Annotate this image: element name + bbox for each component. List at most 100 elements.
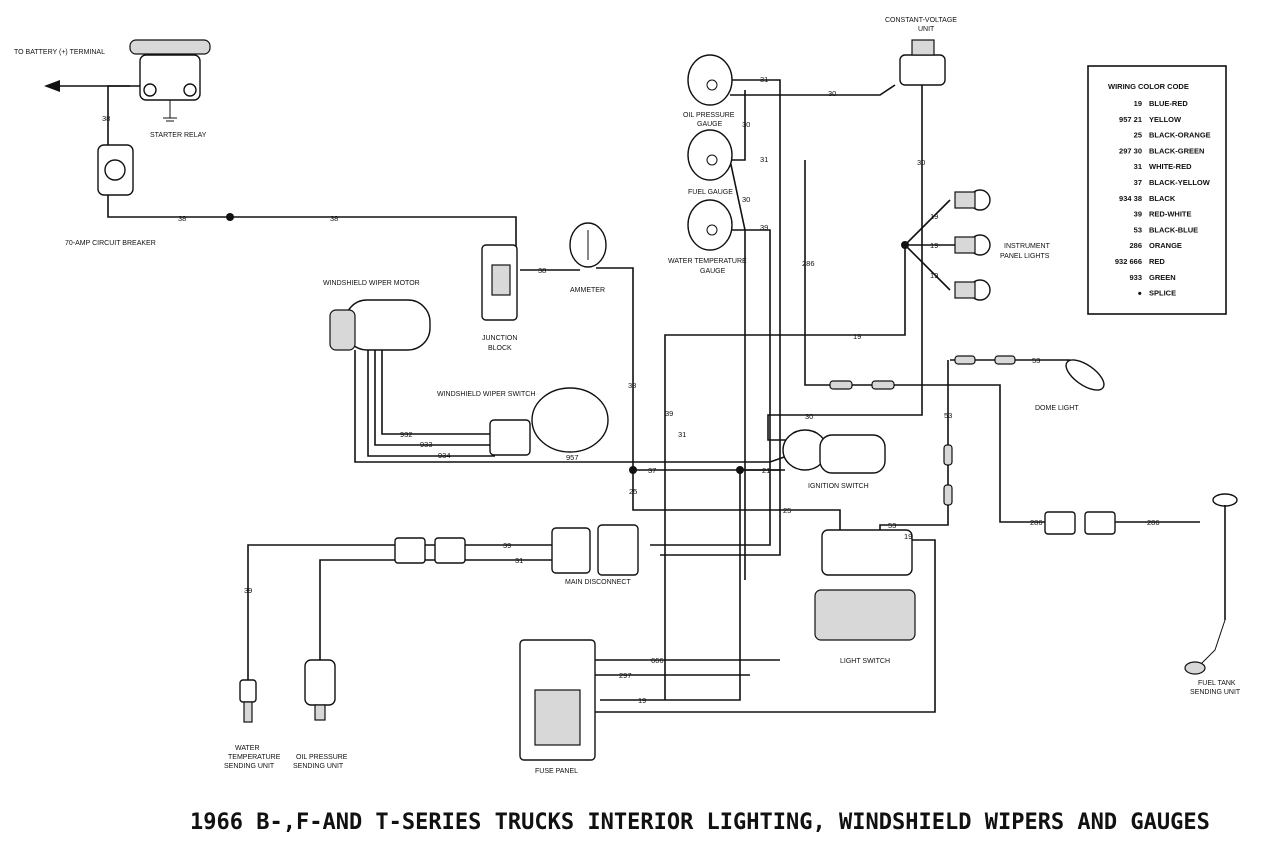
- label-water-sender-1: WATER: [235, 745, 260, 752]
- wire-label: 957: [566, 453, 579, 462]
- wire-label: 30: [805, 412, 813, 421]
- wire-label: 19: [638, 696, 646, 705]
- splice-dots: [226, 213, 909, 474]
- water-temperature-sending-unit: [239, 679, 257, 723]
- light-switch: [814, 529, 916, 641]
- wire-label: 25: [629, 487, 637, 496]
- label-starter-relay: STARTER RELAY: [150, 132, 207, 139]
- wire-label: 19: [930, 241, 938, 250]
- label-light-switch: LIGHT SWITCH: [840, 658, 890, 665]
- wire-label: 39: [760, 223, 768, 232]
- legend-color: YELLOW: [1149, 115, 1182, 124]
- circuit-breaker: [97, 144, 134, 196]
- label-oil-gauge-2: GAUGE: [697, 121, 723, 128]
- label-oil-sender-2: SENDING UNIT: [293, 763, 344, 770]
- wiring-color-legend: WIRING COLOR CODE 19 BLUE-RED 957 21 YELLOW…: [1087, 65, 1227, 315]
- wire-label: 30: [742, 120, 750, 129]
- wire-number-labels: 38 38 38 38 38 31 31 31 31 30 30 30 30 3…: [102, 75, 1160, 705]
- legend-color: RED: [1149, 257, 1165, 266]
- wire-label: 38: [330, 214, 338, 223]
- fuse-panel: [519, 639, 596, 761]
- connectors: [394, 355, 1116, 564]
- wire-label: 666: [651, 656, 664, 665]
- label-ammeter: AMMETER: [570, 287, 605, 294]
- label-fuse-panel: FUSE PANEL: [535, 768, 578, 775]
- wire-label: 30: [828, 89, 836, 98]
- wire-label: 286: [1030, 518, 1043, 527]
- legend-color: BLUE-RED: [1149, 99, 1188, 108]
- label-wiper-switch: WINDSHIELD WIPER SWITCH: [437, 391, 535, 398]
- legend-code: 932 666: [1115, 257, 1142, 266]
- wire-label: 38: [178, 214, 186, 223]
- wire-label: 297: [619, 671, 632, 680]
- wire-label: 37: [648, 466, 656, 475]
- label-water-gauge-2: GAUGE: [700, 268, 726, 275]
- wire-label: 286: [802, 259, 815, 268]
- label-wiper-motor: WINDSHIELD WIPER MOTOR: [323, 280, 420, 287]
- wire-label: 31: [515, 556, 523, 565]
- label-main-disconnect: MAIN DISCONNECT: [565, 579, 631, 586]
- label-water-sender-3: SENDING UNIT: [224, 763, 275, 770]
- constant-voltage-unit: [899, 39, 946, 86]
- label-oil-sender-1: OIL PRESSURE: [296, 754, 348, 761]
- legend-code: 31: [1134, 162, 1142, 171]
- legend-color: WHITE-RED: [1149, 162, 1192, 171]
- label-fuel-gauge: FUEL GAUGE: [688, 189, 733, 196]
- legend-header: WIRING COLOR CODE: [1108, 82, 1189, 91]
- dome-light: [1065, 359, 1105, 391]
- wire-label: 19: [930, 271, 938, 280]
- wire-label: 932: [400, 430, 413, 439]
- label-circuit-breaker: 70-AMP CIRCUIT BREAKER: [65, 240, 156, 247]
- wiper-switch: [489, 387, 609, 456]
- legend-code: 25: [1134, 131, 1142, 140]
- water-temperature-gauge: [687, 199, 733, 251]
- legend-color: RED-WHITE: [1149, 210, 1192, 219]
- legend-code: 957 21: [1119, 115, 1142, 124]
- wiper-motor: [329, 299, 431, 351]
- label-water-gauge-1: WATER TEMPERATURE: [668, 258, 747, 265]
- starter-relay: [129, 39, 211, 122]
- wire-label: 38: [628, 381, 636, 390]
- label-junction-1: JUNCTION: [482, 335, 517, 342]
- legend-color: GREEN: [1149, 273, 1176, 282]
- wire-label: 31: [678, 430, 686, 439]
- legend-color: BLACK-GREEN: [1149, 146, 1204, 155]
- wire-label: 39: [244, 586, 252, 595]
- oil-pressure-gauge: [687, 54, 733, 106]
- instrument-panel-lights: [954, 189, 991, 301]
- legend-color: BLACK-YELLOW: [1149, 178, 1211, 187]
- main-disconnect: [551, 524, 639, 576]
- wire-label: 38: [538, 266, 546, 275]
- label-cvu-1: CONSTANT-VOLTAGE: [885, 17, 957, 24]
- label-junction-2: BLOCK: [488, 345, 512, 352]
- ignition-switch: [782, 429, 886, 474]
- fuel-tank-sending-unit: [1184, 493, 1238, 675]
- wire-label: 21: [762, 466, 770, 475]
- label-panel-lights-1: INSTRUMENT: [1004, 243, 1051, 250]
- label-panel-lights-2: PANEL LIGHTS: [1000, 253, 1050, 260]
- wire-label: 30: [917, 158, 925, 167]
- wire-label: 53: [944, 411, 952, 420]
- legend-code: 933: [1129, 273, 1142, 282]
- junction-block: [481, 244, 518, 321]
- legend-code: 53: [1134, 225, 1142, 234]
- label-fuel-sender-1: FUEL TANK: [1198, 680, 1236, 687]
- legend-code: 19: [1134, 99, 1142, 108]
- wires: [44, 79, 1200, 713]
- wire-label: 31: [760, 155, 768, 164]
- wire-label: 38: [102, 114, 110, 123]
- label-ignition-switch: IGNITION SWITCH: [808, 483, 869, 490]
- legend-color: BLACK: [1149, 194, 1176, 203]
- label-dome-light: DOME LIGHT: [1035, 405, 1079, 412]
- legend-code: ●: [1137, 289, 1142, 298]
- label-water-sender-2: TEMPERATURE: [228, 754, 281, 761]
- legend-color: SPLICE: [1149, 289, 1176, 298]
- wire-label: 53: [1032, 356, 1040, 365]
- wire-label: 19: [930, 212, 938, 221]
- label-fuel-sender-2: SENDING UNIT: [1190, 689, 1241, 696]
- legend-color: BLACK-BLUE: [1149, 225, 1198, 234]
- legend-code: 37: [1134, 178, 1142, 187]
- wire-label: 31: [760, 75, 768, 84]
- wire-label: 39: [665, 409, 673, 418]
